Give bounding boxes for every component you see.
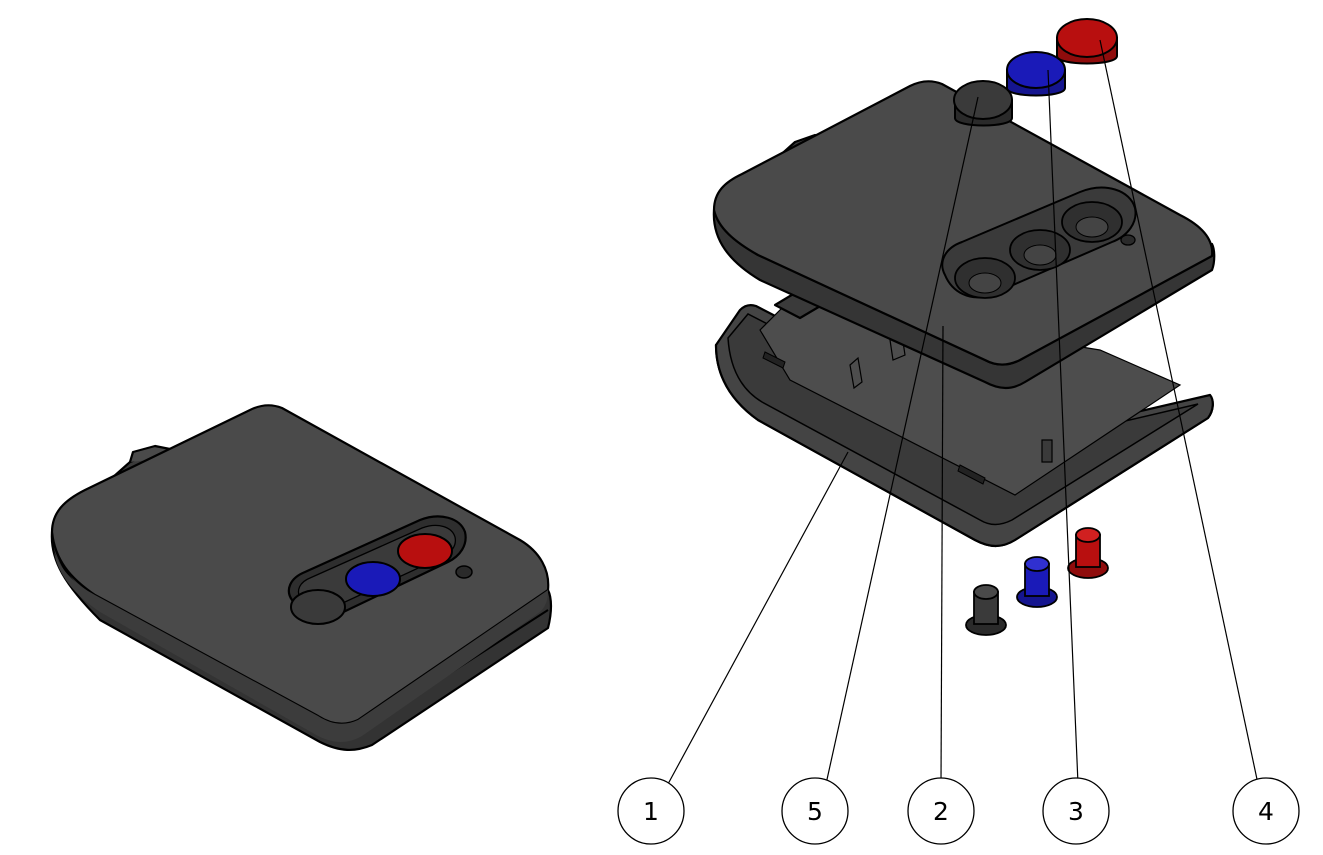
balloon-3: 3 bbox=[1042, 777, 1110, 845]
black-button-cap bbox=[953, 80, 1013, 127]
balloon-2: 2 bbox=[907, 777, 975, 845]
leader-line-4 bbox=[1099, 39, 1259, 785]
bottom-housing bbox=[714, 288, 1214, 548]
red-button-cap bbox=[1056, 18, 1118, 65]
assembled-blue-button bbox=[345, 561, 401, 597]
balloon-1: 1 bbox=[617, 777, 685, 845]
assembled-black-button bbox=[290, 589, 346, 625]
assembled-view bbox=[50, 404, 553, 751]
top-cover bbox=[712, 80, 1216, 390]
leader-line-5 bbox=[825, 96, 979, 785]
assembled-top-surface bbox=[50, 404, 550, 725]
black-button-plunger bbox=[965, 584, 1007, 636]
exploded-view bbox=[712, 18, 1216, 636]
red-button-plunger bbox=[1067, 527, 1109, 579]
leader-lines bbox=[667, 39, 1259, 785]
balloon-4: 4 bbox=[1232, 777, 1300, 845]
blue-button-cap bbox=[1006, 51, 1066, 97]
balloon-5-label: 5 bbox=[807, 797, 823, 826]
balloon-4-label: 4 bbox=[1258, 797, 1274, 826]
balloon-3-label: 3 bbox=[1068, 797, 1084, 826]
balloon-5: 5 bbox=[781, 777, 849, 845]
leader-line-3 bbox=[1047, 69, 1079, 785]
balloon-1-label: 1 bbox=[643, 797, 659, 826]
leader-line-2 bbox=[940, 325, 944, 785]
assembled-red-button bbox=[397, 533, 453, 569]
blue-button-plunger bbox=[1016, 556, 1058, 608]
leader-line-1 bbox=[667, 451, 849, 785]
assembled-screw-hole bbox=[455, 565, 473, 579]
balloon-2-label: 2 bbox=[933, 797, 949, 826]
